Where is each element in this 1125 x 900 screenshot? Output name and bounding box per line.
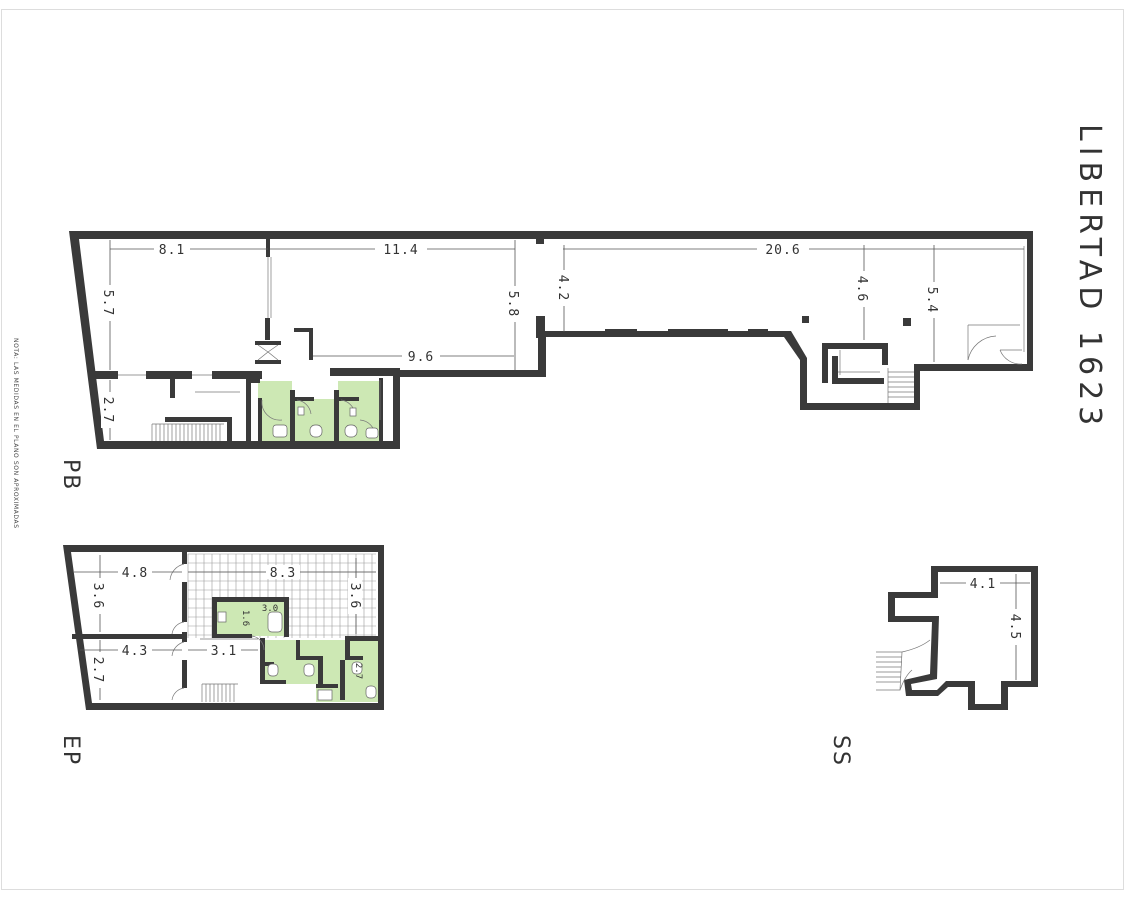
ep-dimension-labels: 4.8 8.3 4.3 3.1 3.0 3.6 3.6 2.7 1.6 (90, 565, 363, 688)
plan-ep: 4.8 8.3 4.3 3.1 3.0 3.6 3.6 2.7 1.6 (63, 545, 384, 710)
floor-label-pb: PB (58, 459, 83, 491)
ep-dim-8-3: 8.3 (270, 566, 296, 581)
ep-dim-3-6-right: 3.6 (347, 583, 362, 609)
pb-dimension-labels: 8.1 11.4 20.6 9.6 5.7 5.8 4.2 4.6 (100, 242, 939, 428)
plan-pb: 8.1 11.4 20.6 9.6 5.7 5.8 4.2 4.6 (69, 231, 1033, 449)
ss-dim-4-1: 4.1 (970, 577, 996, 592)
pb-dim-8-1: 8.1 (159, 243, 185, 258)
pb-details (118, 246, 1025, 441)
ss-outer-wall (888, 566, 1038, 710)
pb-dim-5-7: 5.7 (100, 290, 115, 316)
pb-stairs-right (887, 368, 914, 403)
ep-dim-2-7-small: 2.7 (353, 663, 363, 679)
ep-dim-3-1: 3.1 (211, 644, 237, 659)
ss-stairs (876, 639, 931, 691)
pb-dim-20-6: 20.6 (765, 243, 800, 258)
ep-details (169, 563, 377, 702)
floor-label-ss: SS (828, 735, 853, 767)
ss-dimension-labels: 4.1 4.5 (966, 576, 1022, 645)
sheet-border (1, 9, 1124, 890)
pb-dim-9-6: 9.6 (408, 350, 434, 365)
plan-ss: 4.1 4.5 (876, 566, 1038, 710)
ep-dim-2-7: 2.7 (90, 657, 105, 683)
ep-dim-3-6-left: 3.6 (90, 583, 105, 609)
pb-stairs (151, 423, 224, 441)
ep-interior-walls (72, 552, 378, 700)
pb-dim-4-2: 4.2 (555, 275, 570, 301)
ep-dim-3-0: 3.0 (262, 604, 278, 614)
pb-dim-2-7: 2.7 (100, 397, 115, 423)
ep-dim-4-8: 4.8 (122, 566, 148, 581)
ep-dim-1-6: 1.6 (240, 610, 250, 626)
ep-dim-4-3: 4.3 (122, 644, 148, 659)
pb-outer-wall (69, 231, 1033, 449)
pb-dim-5-4: 5.4 (924, 287, 939, 313)
pb-dim-5-8: 5.8 (505, 291, 520, 317)
pb-interior-walls (94, 236, 911, 444)
floor-label-ep: EP (58, 735, 83, 766)
pb-dim-11-4: 11.4 (383, 243, 418, 258)
pb-dim-4-6: 4.6 (854, 276, 869, 302)
ep-stairs (201, 683, 238, 702)
project-title: LIBERTAD 1623 (1072, 124, 1107, 431)
measurement-note: NOTA: LAS MEDIDAS EN EL PLANO SON APROXI… (12, 338, 19, 529)
ss-dim-4-5: 4.5 (1007, 614, 1022, 640)
